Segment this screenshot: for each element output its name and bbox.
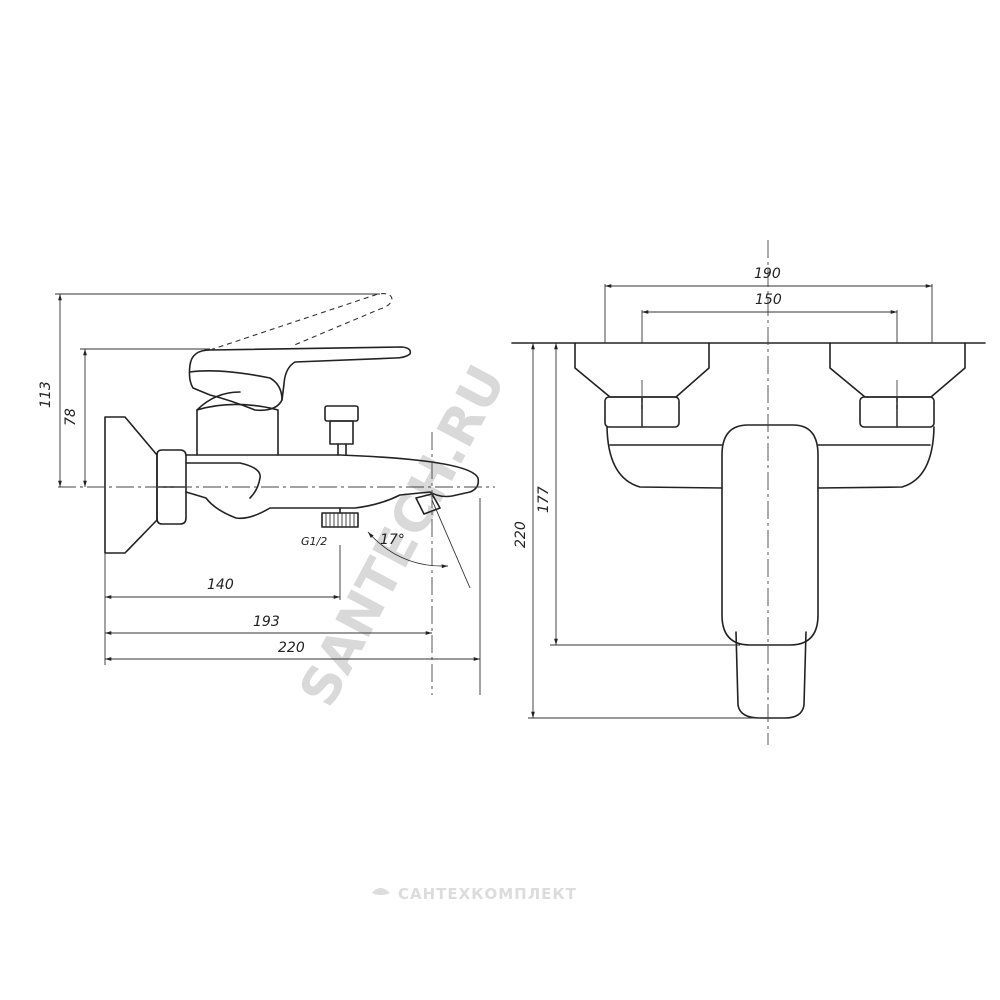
hex-nut (156, 449, 187, 525)
dim-150-label: 150 (755, 292, 782, 308)
mixer-body (185, 454, 480, 520)
dim-190-label: 190 (754, 266, 781, 282)
side-view: G1/2 17° 140 193 220 113 78 (38, 293, 495, 695)
watermark-bottom: САНТЕХКОМПЛЕКТ (372, 885, 577, 903)
dim-78-label: 78 (63, 408, 79, 426)
front-spout (735, 631, 807, 719)
dim-193-label: 193 (253, 614, 280, 630)
cartridge-column (196, 403, 279, 456)
dim-177-label: 177 (536, 486, 552, 513)
shower-outlet-thread (321, 512, 359, 528)
right-escutcheon (829, 342, 966, 398)
wall-flange (104, 416, 158, 554)
dim-113-label: 113 (38, 381, 54, 408)
watermark-bottom-text: САНТЕХКОМПЛЕКТ (398, 885, 577, 903)
front-body (606, 426, 935, 489)
dim-220-front-label: 220 (513, 521, 529, 548)
angle-label: 17° (380, 532, 405, 548)
front-handle (721, 424, 819, 646)
diverter-knob (324, 405, 359, 422)
aerator (415, 493, 441, 515)
front-view: 190 150 177 220 (511, 240, 986, 745)
lever-raised-position (209, 293, 393, 351)
thread-label: G1/2 (301, 535, 327, 548)
dim-140-label: 140 (207, 577, 234, 593)
lever-handle (188, 346, 412, 412)
dim-220-side-label: 220 (278, 640, 305, 656)
